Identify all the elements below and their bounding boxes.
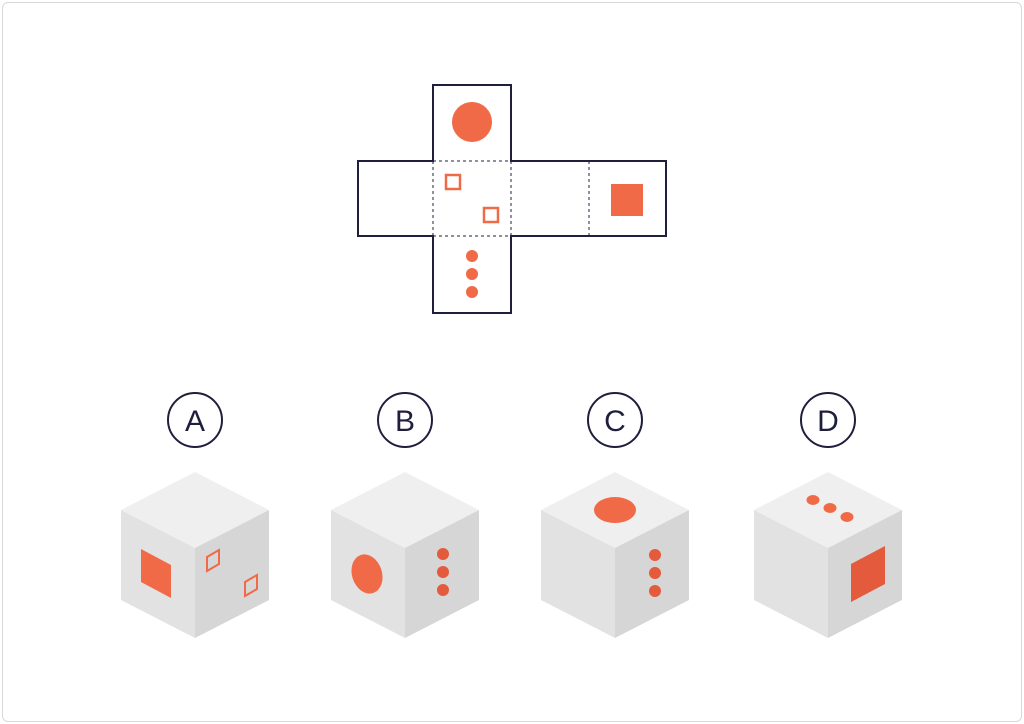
cube-d-filled-square (851, 546, 885, 602)
option-b-badge[interactable] (377, 392, 433, 448)
cube-a-hollow-square-1 (206, 548, 220, 573)
option-c-badge[interactable] (587, 392, 643, 448)
cube-c-dot-3 (649, 585, 661, 597)
option-d[interactable]: D (754, 392, 902, 638)
cube-a-hollow-square-2 (244, 573, 258, 598)
cube-b-dot-1 (437, 548, 449, 560)
net-bottom-dot-3 (466, 286, 478, 298)
net-top-circle (452, 102, 492, 142)
option-c[interactable]: C (541, 392, 689, 638)
option-a[interactable]: A (121, 392, 269, 638)
cube-c-dot-2 (649, 567, 661, 579)
net-far-right-filled-square (611, 184, 643, 216)
cube-a (121, 472, 269, 638)
cube-d (754, 472, 902, 638)
cube-net (357, 84, 667, 314)
net-bottom-dot-1 (466, 250, 478, 262)
net-center-hollow-square-1 (444, 173, 462, 191)
net-center-hollow-square-2 (482, 206, 500, 224)
option-b[interactable]: B (331, 392, 479, 638)
cube-c (541, 472, 689, 638)
net-bottom-dot-2 (466, 268, 478, 280)
cube-d-left-face (754, 510, 828, 638)
cube-a-filled-square (141, 549, 171, 598)
cube-c-dot-1 (649, 549, 661, 561)
cube-a-right-face (195, 510, 269, 638)
cube-b-dot-2 (437, 566, 449, 578)
cube-b-circle (351, 554, 383, 594)
option-d-badge[interactable] (800, 392, 856, 448)
cube-c-circle (594, 497, 636, 523)
cube-d-dot-1 (806, 495, 820, 505)
option-a-label: A (185, 405, 205, 438)
cube-b (331, 472, 479, 638)
cube-b-dot-3 (437, 584, 449, 596)
option-b-label: B (395, 405, 415, 438)
option-d-label: D (817, 405, 839, 438)
option-c-label: C (604, 405, 626, 438)
cube-d-dot-2 (823, 503, 837, 513)
cube-c-left-face (541, 510, 615, 638)
option-a-badge[interactable] (167, 392, 223, 448)
net-fold-lines (432, 160, 590, 237)
cube-d-dot-3 (840, 512, 854, 522)
